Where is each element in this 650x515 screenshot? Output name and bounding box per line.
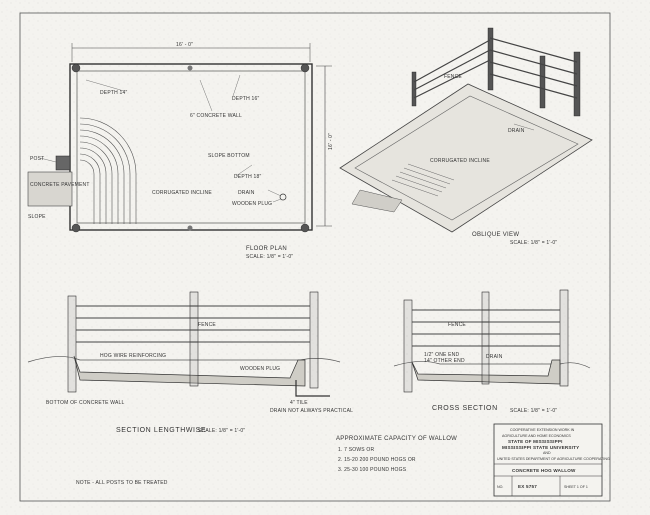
- posts-note: NOTE - ALL POSTS TO BE TREATED: [76, 480, 168, 486]
- tb-drawing-title: CONCRETE HOG WALLOW: [512, 468, 576, 473]
- concrete-pavement: [27, 171, 73, 207]
- cross-fence-label: FENCE: [448, 322, 466, 328]
- cross-one-end-label: 1/2" ONE END: [424, 352, 459, 358]
- plan-post-label: POST: [30, 156, 44, 162]
- oblique-fence-label: FENCE: [444, 74, 462, 80]
- section-lengthwise: FENCE HOG WIRE REINFORCING WOODEN PLUG B…: [27, 291, 353, 434]
- plan-slope-bottom: SLOPE BOTTOM: [208, 153, 250, 159]
- plan-length-dim: 16' - 0": [328, 133, 334, 150]
- plan-scale: SCALE: 1/8" = 1'-0": [246, 254, 293, 260]
- tb-line5: AND: [543, 451, 551, 455]
- capacity-item: 1. 7 SOWS OR: [338, 447, 374, 453]
- cross-post: [481, 291, 490, 385]
- capacity-table: APPROXIMATE CAPACITY OF WALLOW 1. 7 SOWS…: [336, 436, 457, 473]
- floor-plan: 16' - 0" 16' - 0": [27, 42, 334, 260]
- oblique-corrugated-label: CORRUGATED INCLINE: [430, 158, 490, 164]
- cross-other-end-label: 14" OTHER END: [424, 358, 465, 364]
- drain-circle: [279, 193, 287, 201]
- lengthwise-plug-label: WOODEN PLUG: [240, 366, 280, 372]
- lengthwise-title: SECTION LENGTHWISE: [116, 427, 206, 434]
- tb-line6: UNITED STATES DEPARTMENT OF AGRICULTURE …: [497, 457, 610, 461]
- plan-plug-label: WOODEN PLUG: [232, 201, 272, 207]
- corrugated-incline-arcs: [79, 117, 137, 224]
- lengthwise-fence-label: FENCE: [198, 322, 216, 328]
- section-cross: FENCE 1/2" ONE END 14" OTHER END DRAIN C…: [393, 289, 591, 414]
- capacity-item: 3. 25-30 100 POUND HOGS: [338, 467, 407, 473]
- plan-wall-label: 6" CONCRETE WALL: [190, 113, 242, 119]
- corner-post: [300, 223, 310, 233]
- tb-line4: MISSISSIPPI STATE UNIVERSITY: [502, 445, 579, 450]
- cross-post: [559, 289, 569, 387]
- tb-line3: STATE OF MISSISSIPPI: [508, 439, 563, 444]
- tb-drawing-number: EX 5757: [518, 484, 537, 489]
- drawing-border: [19, 12, 611, 502]
- lengthwise-drain-note: DRAIN NOT ALWAYS PRACTICAL: [270, 408, 353, 414]
- cross-post: [403, 299, 413, 393]
- lengthwise-hogwire-label: HOG WIRE REINFORCING: [100, 353, 166, 359]
- section-post: [67, 295, 77, 393]
- lengthwise-scale: SCALE: 1/8" = 1'-0": [198, 428, 245, 434]
- lengthwise-bottom-label: BOTTOM OF CONCRETE WALL: [46, 400, 125, 406]
- cross-drain-label: DRAIN: [486, 354, 503, 360]
- corner-post: [300, 63, 310, 73]
- title-block: COOPERATIVE EXTENSION WORK IN AGRICULTUR…: [493, 423, 610, 497]
- corner-post: [71, 63, 81, 73]
- plan-depth-16: DEPTH 16": [232, 96, 259, 102]
- plan-corrugated-label: CORRUGATED INCLINE: [152, 190, 212, 196]
- lengthwise-tile-label: 4" TILE: [290, 400, 308, 406]
- plan-depth-14: DEPTH 14": [100, 90, 127, 96]
- plan-slope-label: SLOPE: [28, 214, 46, 220]
- plan-title: FLOOR PLAN: [246, 246, 287, 252]
- tb-line1: COOPERATIVE EXTENSION WORK IN: [510, 428, 575, 432]
- cross-scale: SCALE: 1/8" = 1'-0": [510, 408, 557, 414]
- corner-post: [71, 223, 81, 233]
- tb-number-label: NO.: [497, 485, 503, 489]
- capacity-title: APPROXIMATE CAPACITY OF WALLOW: [336, 436, 457, 442]
- plan-depth-18: DEPTH 18": [234, 174, 261, 180]
- oblique-view: FENCE DRAIN CORRUGATED INCLINE OBLIQUE V…: [339, 27, 593, 246]
- tb-line2: AGRICULTURE AND HOME ECONOMICS: [502, 434, 571, 438]
- plan-pavement-label: CONCRETE PAVEMENT: [30, 182, 90, 188]
- plan-width-dim: 16' - 0": [176, 42, 193, 48]
- cross-title: CROSS SECTION: [432, 405, 498, 412]
- section-post: [309, 291, 319, 389]
- tb-sheet: SHEET 1 OF 1: [564, 485, 588, 489]
- plan-drain-label: DRAIN: [238, 190, 255, 196]
- capacity-item: 2. 15-20 200 POUND HOGS OR: [338, 457, 416, 463]
- oblique-title: OBLIQUE VIEW: [472, 232, 519, 238]
- section-post: [189, 291, 199, 387]
- oblique-scale: SCALE: 1/8" = 1'-0": [510, 240, 557, 246]
- oblique-drain-label: DRAIN: [508, 128, 525, 134]
